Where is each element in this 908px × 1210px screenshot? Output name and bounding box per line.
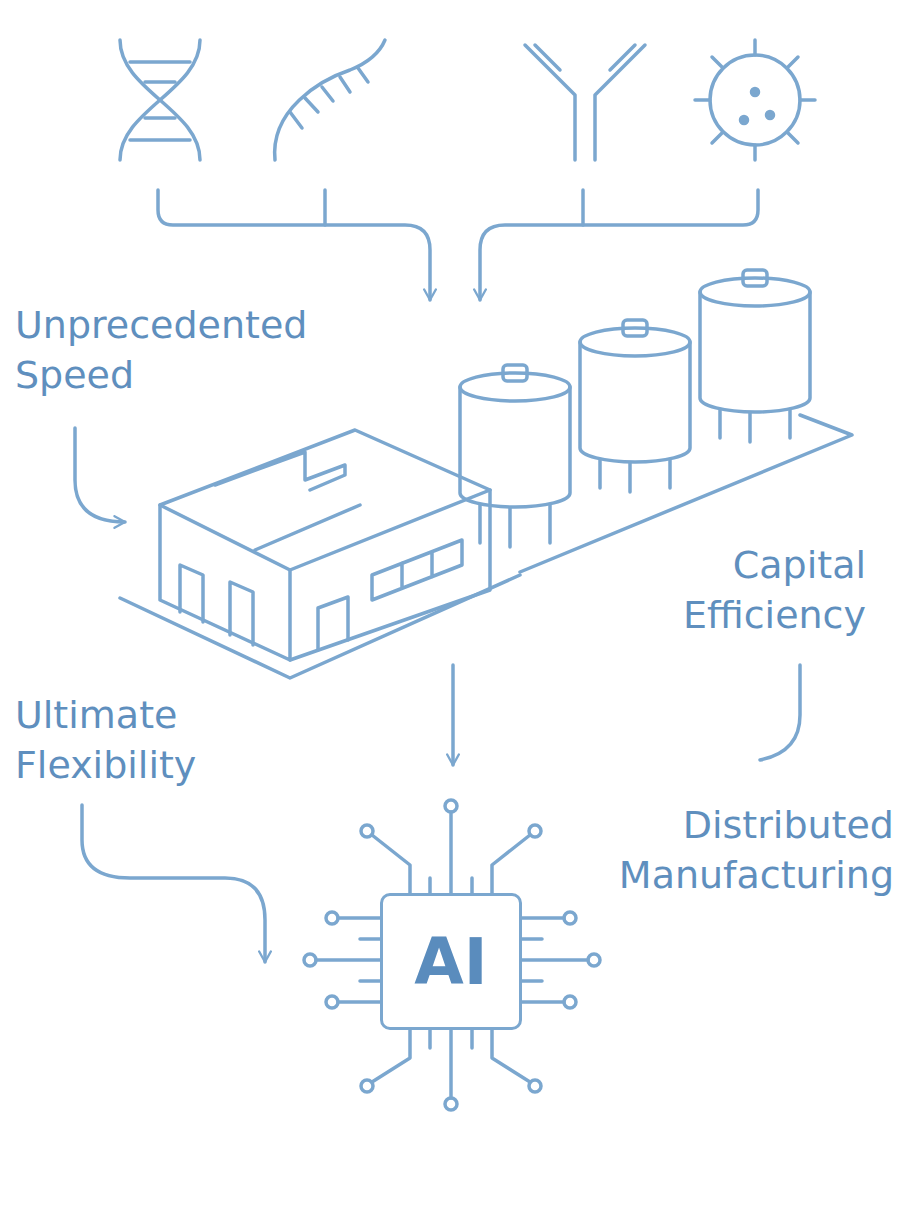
chip-label: AI xyxy=(414,925,487,999)
speed-arrow xyxy=(75,428,125,522)
down-arrow xyxy=(451,665,455,765)
antibody-icon xyxy=(525,45,645,160)
feature-label: Capital Efficiency xyxy=(683,540,866,640)
efficiency-leader xyxy=(760,665,800,760)
chip-pins xyxy=(304,800,600,1110)
building xyxy=(120,430,520,678)
feature-label: Ultimate Flexibility xyxy=(15,690,196,790)
dna-icon xyxy=(120,40,200,160)
virus-icon xyxy=(695,40,815,160)
tanks xyxy=(460,270,810,547)
feature-label: Distributed Manufacturing xyxy=(619,800,894,900)
flexibility-arrow xyxy=(82,805,265,962)
chip-box: AI xyxy=(380,893,522,1030)
merge-arrows xyxy=(158,190,758,300)
rna-icon xyxy=(275,40,385,160)
feature-label: Unprecedented Speed xyxy=(15,300,307,400)
